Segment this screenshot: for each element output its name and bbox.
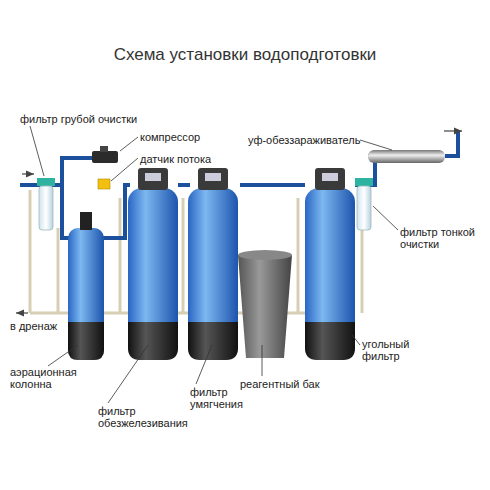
part-label: в дренаж bbox=[10, 320, 80, 332]
part-label: датчик потока bbox=[140, 153, 240, 165]
part-label: реагентный бак bbox=[240, 378, 340, 390]
part-label: угольный фильтр bbox=[362, 338, 432, 362]
part-label: компрессор bbox=[140, 131, 230, 143]
part-label: уф-обеззараживатель bbox=[248, 134, 368, 146]
title: Схема установки водоподготовки bbox=[0, 45, 490, 65]
part-label: аэрационная колонна bbox=[10, 366, 100, 390]
part-label: фильтр грубой очистки bbox=[20, 113, 160, 125]
part-label: фильтр тонкой очистки bbox=[400, 226, 480, 250]
